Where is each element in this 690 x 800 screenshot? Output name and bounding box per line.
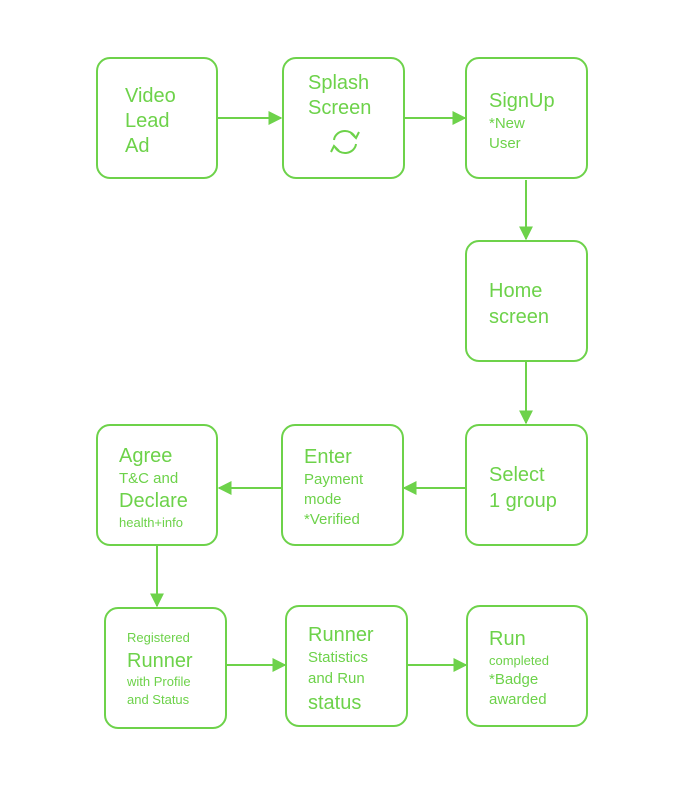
node-label: Declare [119,490,188,512]
node-label: awarded [489,691,547,708]
node-splash-screen: Splash Screen [282,57,405,179]
node-label: mode [304,491,342,508]
node-label: Select [489,464,545,486]
node-label: 1 group [489,490,557,512]
node-run-completed: Run completed *Badge awarded [466,605,588,727]
node-select-group: Select 1 group [465,424,588,546]
node-registered-runner: Registered Runner with Profile and Statu… [104,607,227,729]
node-label: SignUp [489,90,555,112]
node-signup: SignUp *New User [465,57,588,179]
node-label: completed [489,653,549,668]
node-home-screen: Home screen [465,240,588,362]
node-label: *Verified [304,511,360,528]
node-label: with Profile [127,674,191,689]
node-label: Enter [304,446,352,468]
node-label: health+info [119,515,183,530]
node-label: *New [489,115,525,132]
node-label: Registered [127,630,190,645]
node-label: Run [489,628,526,650]
node-label: Home [489,280,543,302]
node-label: Splash [308,72,370,94]
node-video-lead-ad: Video Lead Ad [96,57,218,179]
node-label: Screen [308,97,372,119]
node-label: *Badge [489,671,539,688]
node-label: Runner [308,624,374,646]
node-label: User [489,135,521,152]
node-runner-statistics: Runner Statistics and Run status [285,605,408,727]
node-label: Agree [119,445,173,467]
node-label: screen [489,306,550,328]
node-agree-terms: Agree T&C and Declare health+info [96,424,218,546]
node-label: Lead [125,110,170,132]
node-label: T&C and [119,470,179,487]
node-label: Payment [304,471,364,488]
node-label: and Status [127,692,190,707]
node-label: Statistics [308,649,369,666]
node-label: and Run [308,670,365,687]
node-label: Ad [125,135,150,157]
node-label: status [308,692,362,714]
node-label: Runner [127,650,193,672]
node-label: Video [125,85,176,107]
refresh-icon [330,130,360,154]
node-payment: Enter Payment mode *Verified [281,424,404,546]
